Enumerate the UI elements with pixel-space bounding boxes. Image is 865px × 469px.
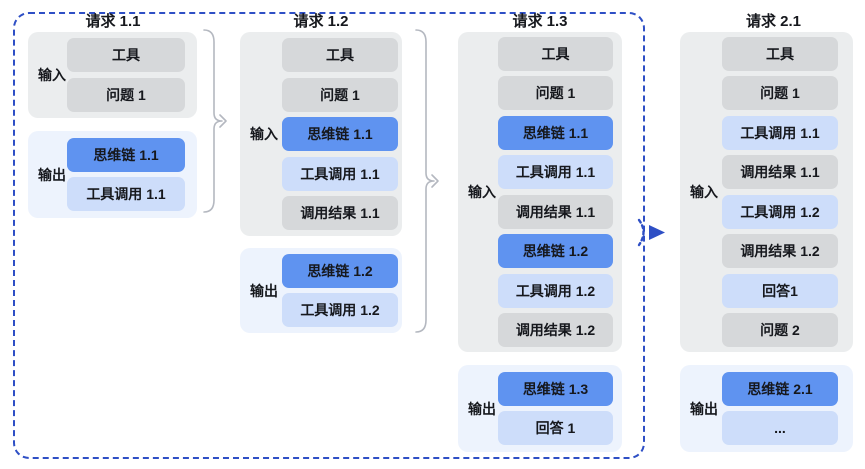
session-1-dashed-frame [13,12,645,459]
request-1-2-input-group: 输入 工具 问题 1 思维链 1.1 工具调用 1.1 调用结果 1.1 [240,32,402,236]
request-1-3-input-group: 输入 工具 问题 1 思维链 1.1 工具调用 1.1 调用结果 1.1 思维链… [458,32,622,352]
input-box-stack: 工具 问题 1 [67,32,185,118]
dashed-next-request-arrow-icon [637,218,665,247]
box-tool-call-1-2: 工具调用 1.2 [282,293,398,328]
box-tools: 工具 [282,38,398,72]
request-1-3-output-group: 输出 思维链 1.3 回答 1 [458,365,622,452]
output-box-stack: 思维链 1.3 回答 1 [498,365,613,452]
box-cot-1-1: 思维链 1.1 [67,137,185,172]
box-cot-1-2: 思维链 1.2 [498,234,613,269]
column-title-request-1-3: 请求 1.3 [512,13,568,30]
box-tools: 工具 [67,38,185,73]
box-question-2: 问题 2 [722,313,838,348]
box-tool-call-1-2: 工具调用 1.2 [498,273,613,308]
input-box-stack: 工具 问题 1 思维链 1.1 工具调用 1.1 调用结果 1.1 [282,32,398,236]
box-question-1: 问题 1 [722,76,838,111]
input-label: 输入 [38,67,66,83]
box-cot-1-2: 思维链 1.2 [282,253,398,288]
box-call-result-1-1: 调用结果 1.1 [722,155,838,190]
box-tools: 工具 [498,36,613,71]
box-cot-1-1: 思维链 1.1 [282,117,398,151]
output-label: 输出 [468,400,496,417]
output-box-stack: 思维链 2.1 ... [722,365,838,452]
request-1-1-input-group: 输入 工具 问题 1 [28,32,197,118]
box-cot-1-3: 思维链 1.3 [498,371,613,406]
output-label: 输出 [38,166,66,183]
box-tool-call-1-2: 工具调用 1.2 [722,194,838,229]
box-call-result-1-2: 调用结果 1.2 [722,234,838,269]
box-ellipsis: ... [722,411,838,446]
box-tool-call-1-1: 工具调用 1.1 [282,156,398,191]
output-label: 输出 [690,400,718,417]
output-box-stack: 思维链 1.2 工具调用 1.2 [282,248,398,333]
output-label: 输出 [250,282,278,299]
input-box-stack: 工具 问题 1 思维链 1.1 工具调用 1.1 调用结果 1.1 思维链 1.… [498,32,613,352]
box-call-result-1-2: 调用结果 1.2 [498,313,613,348]
column-title-request-2-1: 请求 2.1 [745,13,802,30]
input-label: 输入 [250,126,278,142]
box-tool-call-1-1: 工具调用 1.1 [722,115,838,150]
column-title-request-1-2: 请求 1.2 [293,13,349,30]
brace-arrow-icon [415,29,439,333]
input-box-stack: 工具 问题 1 工具调用 1.1 调用结果 1.1 工具调用 1.2 调用结果 … [722,32,838,352]
box-cot-2-1: 思维链 2.1 [722,371,838,406]
request-1-2-output-group: 输出 思维链 1.2 工具调用 1.2 [240,248,402,333]
box-tool-call-1-1: 工具调用 1.1 [498,155,613,190]
box-question-1: 问题 1 [67,77,185,112]
box-question-1: 问题 1 [498,76,613,111]
brace-arrow-icon [203,29,227,213]
request-2-1-input-group: 输入 工具 问题 1 工具调用 1.1 调用结果 1.1 工具调用 1.2 调用… [680,32,853,352]
column-title-request-1-1: 请求 1.1 [85,13,141,30]
output-box-stack: 思维链 1.1 工具调用 1.1 [67,131,185,218]
request-2-1-output-group: 输出 思维链 2.1 ... [680,365,853,452]
box-tool-call-1-1: 工具调用 1.1 [67,177,185,212]
box-call-result-1-1: 调用结果 1.1 [282,196,398,230]
request-1-1-output-group: 输出 思维链 1.1 工具调用 1.1 [28,131,197,218]
input-label: 输入 [468,184,496,200]
input-label: 输入 [690,184,718,200]
box-call-result-1-1: 调用结果 1.1 [498,194,613,229]
box-answer-1: 回答1 [722,273,838,308]
box-question-1: 问题 1 [282,77,398,112]
box-cot-1-1: 思维链 1.1 [498,115,613,150]
box-tools: 工具 [722,36,838,71]
box-answer-1: 回答 1 [498,411,613,446]
